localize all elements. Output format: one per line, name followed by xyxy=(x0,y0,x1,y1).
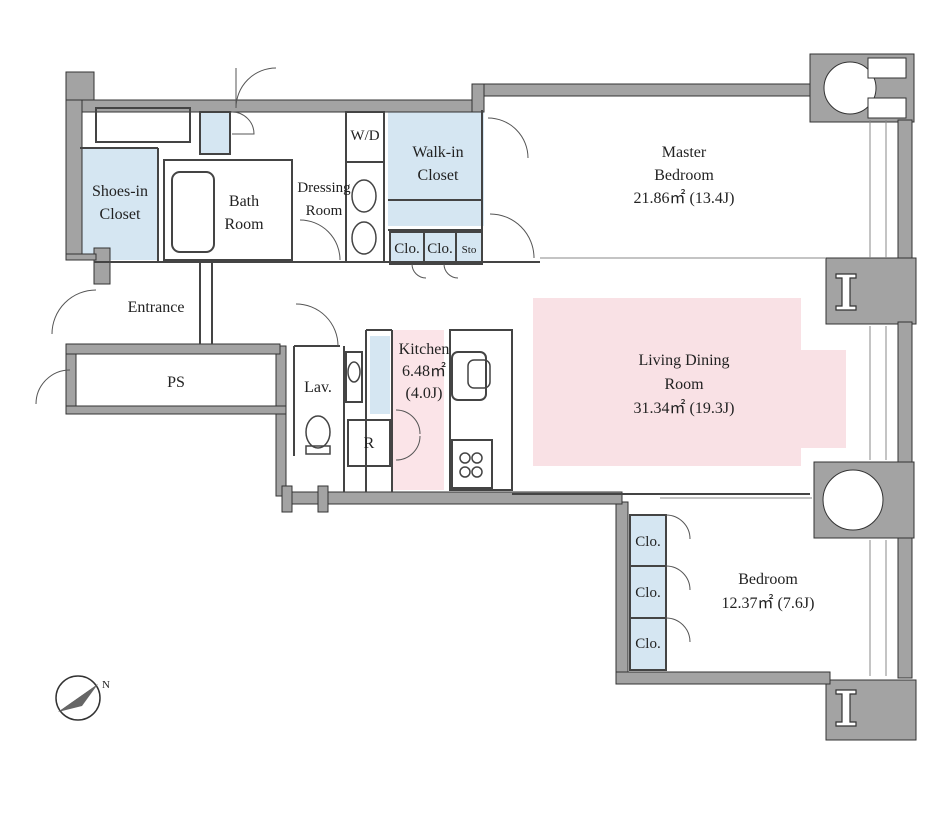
storage-top-label: Sto xyxy=(462,244,477,256)
closet-top-1-label: Clo. xyxy=(394,241,419,257)
master-bedroom-name-1: Master xyxy=(662,144,707,161)
walk-in-closet-name-2: Closet xyxy=(418,167,459,184)
bath-room-name-2: Room xyxy=(224,216,264,233)
column-details xyxy=(835,273,857,727)
kitchen-storage-fill xyxy=(370,336,390,414)
interior-walls xyxy=(80,107,810,671)
dressing-room-name-2: Room xyxy=(306,203,343,219)
top-closets-fill xyxy=(390,232,482,264)
compass-north-label: N xyxy=(102,679,110,691)
room-fills xyxy=(80,110,846,670)
walk-in-closet-name-1: Walk-in xyxy=(412,144,463,161)
bedroom-closet-1-label: Clo. xyxy=(635,534,660,550)
shoes-closet-name-1: Shoes-in xyxy=(92,183,148,200)
master-bedroom-area: 21.86㎡ (13.4J) xyxy=(634,189,735,207)
dressing-room-name-1: Dressing xyxy=(297,180,351,196)
living-dining-name-2: Room xyxy=(664,376,704,393)
washer-dryer-label: W/D xyxy=(350,128,379,144)
compass-icon: N xyxy=(55,675,110,721)
walk-in-closet-fill xyxy=(388,110,484,226)
small-storage-fill xyxy=(200,112,230,154)
bedroom-closet-2-label: Clo. xyxy=(635,585,660,601)
living-dining-fill xyxy=(533,298,801,466)
shoes-closet-name-2: Closet xyxy=(100,206,141,223)
living-dining-area: 31.34㎡ (19.3J) xyxy=(634,399,735,417)
entrance-label: Entrance xyxy=(128,299,185,316)
closet-top-2-label: Clo. xyxy=(427,241,452,257)
living-dining-name-1: Living Dining xyxy=(638,352,729,369)
bedroom-area: 12.37㎡ (7.6J) xyxy=(722,594,815,612)
fixtures xyxy=(305,179,491,478)
windows xyxy=(540,120,887,676)
lavatory-label: Lav. xyxy=(304,379,332,396)
kitchen-area-2: (4.0J) xyxy=(406,385,443,402)
bedroom-name: Bedroom xyxy=(738,571,798,588)
bedroom-closets-fill xyxy=(630,515,666,670)
shoes-closet-fill xyxy=(80,148,158,260)
kitchen-area-1: 6.48㎡ xyxy=(402,362,446,380)
bath-room-name-1: Bath xyxy=(229,193,259,210)
master-bedroom-name-2: Bedroom xyxy=(654,167,714,184)
room-labels: Master Bedroom 21.86㎡ (13.4J) Walk-in Cl… xyxy=(92,128,814,652)
bedroom-closet-3-label: Clo. xyxy=(635,636,660,652)
kitchen-name: Kitchen xyxy=(399,341,450,358)
living-dining-fill-ext xyxy=(800,350,846,448)
ps-label: PS xyxy=(167,374,185,391)
door-swings xyxy=(35,67,691,643)
refrigerator-label: R xyxy=(364,435,375,452)
